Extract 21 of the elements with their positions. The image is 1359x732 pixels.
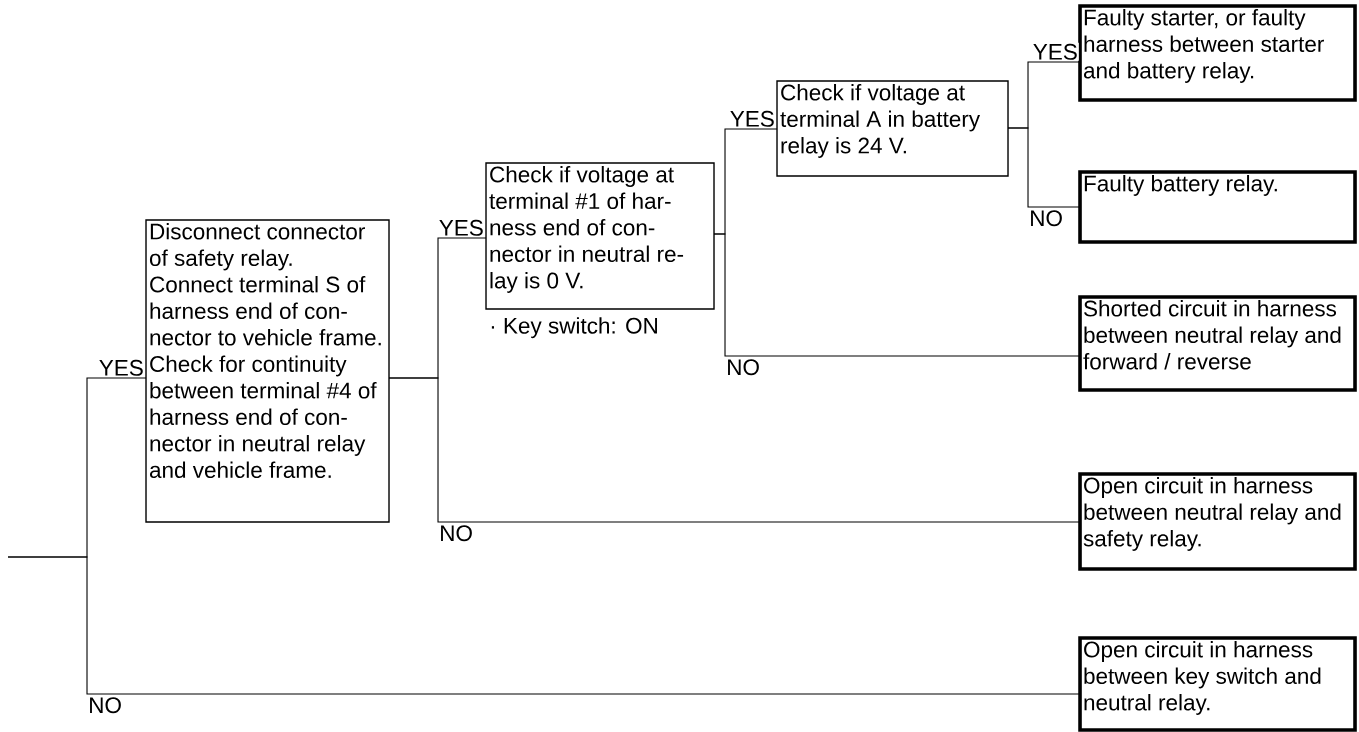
connector-line <box>388 377 1081 523</box>
connector-line <box>713 233 1081 357</box>
edge-label: YES <box>1031 42 1079 61</box>
check-box: Disconnect connector of safety relay. Connect terminal S of harness end of con- nector to vehicle frame. Check for continuity between terminal #4 of harness end of con- nector in neutral relay and vehicle frame. <box>145 219 390 523</box>
check-box: Check if voltage at terminal #1 of har- ness end of con- nector in neutral re- lay is 0 V. <box>485 162 715 310</box>
result-box: Shorted circuit in harness between neutral relay and forward / reverse <box>1078 295 1357 392</box>
result-box: Open circuit in harness between key switch and neutral relay. <box>1078 636 1357 732</box>
result-box: Faulty battery relay. <box>1078 170 1357 244</box>
edge-label: YES <box>437 218 485 237</box>
connector-line <box>1007 127 1081 208</box>
edge-label: YES <box>728 109 776 128</box>
edge-label: NO <box>725 358 761 377</box>
result-box: Open circuit in harness between neutral relay and safety relay. <box>1078 472 1357 571</box>
edge-label: YES <box>97 358 145 377</box>
result-box: Faulty starter, or faulty harness between starter and battery relay. <box>1078 4 1357 102</box>
connector-line <box>7 556 1081 695</box>
edge-label: NO <box>1028 209 1064 228</box>
check-box: Check if voltage at terminal A in battery relay is 24 V. <box>776 80 1009 177</box>
edge-label: NO <box>87 696 123 715</box>
edge-label: NO <box>438 524 474 543</box>
note-text: · Key switch: ON <box>491 317 657 339</box>
